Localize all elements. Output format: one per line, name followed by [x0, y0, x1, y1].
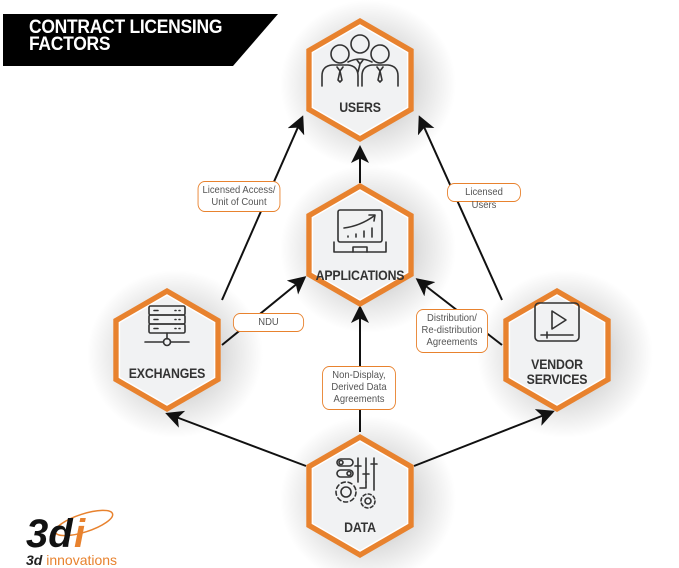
- hex-node-inner-exchanges: [118, 294, 216, 406]
- edge-label-non-display: Non-Display, Derived Data Agreements: [322, 366, 396, 410]
- edge-label-line: Distribution/: [427, 312, 477, 324]
- edge-label-line: Unit of Count: [211, 196, 267, 208]
- node-data-label: DATA: [344, 519, 376, 535]
- server-network-icon: [144, 305, 190, 347]
- hex-node-inner-vendor-services: [508, 294, 606, 406]
- node-exchanges-label: EXCHANGES: [128, 365, 206, 381]
- logo-tagline-text: innovations: [42, 552, 118, 568]
- edge-label-line: Agreements: [426, 336, 478, 348]
- title-banner: [3, 14, 278, 66]
- edge-label-line: Re-distribution: [421, 324, 483, 336]
- vendor-label-line-2: SERVICES: [526, 371, 588, 387]
- settings-gears-icon: [335, 457, 378, 509]
- node-users-label: USERS: [339, 99, 381, 115]
- hex-node-inner-users: [311, 24, 409, 136]
- logo-mark-i: i: [74, 512, 86, 553]
- edge-label-line: Agreements: [333, 393, 385, 405]
- edge-label-line: NDU: [258, 316, 279, 328]
- vendor-label-line-1: VENDOR: [531, 356, 583, 372]
- edge-label-licensed-access: Licensed Access/ Unit of Count: [197, 181, 281, 212]
- users-group-icon: [321, 34, 399, 87]
- title-line-1: CONTRACT LICENSING: [29, 17, 223, 38]
- laptop-chart-icon: [333, 209, 387, 253]
- logo-tagline: 3d innovations: [26, 552, 117, 568]
- company-logo: 3d i: [26, 509, 114, 553]
- node-vendor-services-label: VENDOR SERVICES: [513, 357, 601, 387]
- edge-label-line: Derived Data: [331, 381, 387, 393]
- arrow-data-to-vendor: [413, 409, 555, 467]
- node-applications-label: APPLICATIONS: [315, 267, 405, 283]
- hex-node-inner-data: [311, 440, 409, 552]
- edge-label-ndu: NDU: [232, 313, 305, 332]
- edge-label-distribution: Distribution/ Re-distribution Agreements: [416, 309, 488, 353]
- edge-label-line: Licensed Access/: [202, 184, 276, 196]
- logo-orbit: [54, 509, 114, 537]
- edge-label-licensed-users: Licensed Users: [447, 183, 521, 211]
- edge-label-line: Licensed Users: [465, 186, 503, 211]
- video-play-icon: [534, 302, 580, 342]
- arrow-exchanges-to-applications: [221, 276, 307, 346]
- edge-label-line: Non-Display,: [332, 369, 386, 381]
- hex-node-inner-applications: [311, 189, 409, 301]
- title-line-2: FACTORS: [29, 34, 111, 55]
- arrow-vendor-to-users: [417, 115, 503, 301]
- page-title: CONTRACT LICENSING FACTORS: [29, 17, 223, 55]
- logo-mark-3d: 3d: [26, 512, 74, 553]
- arrow-data-to-exchanges: [165, 410, 307, 467]
- logo-tagline-bold: 3d: [26, 552, 43, 568]
